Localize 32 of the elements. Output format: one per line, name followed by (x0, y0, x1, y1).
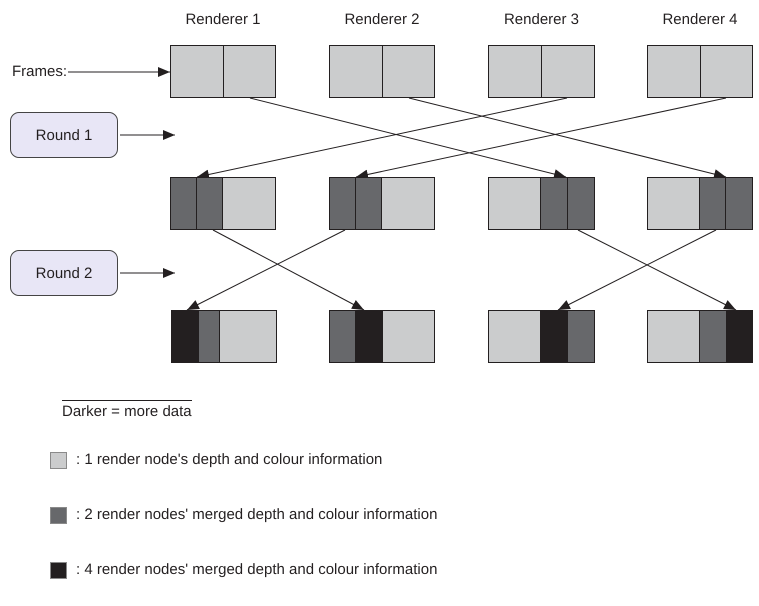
frame-box (647, 310, 753, 363)
frame-box (647, 45, 753, 98)
column-heading: Renderer 4 (661, 11, 739, 29)
arrow (212, 230, 364, 310)
frame-box (170, 177, 276, 230)
column-heading: Renderer 2 (343, 11, 421, 29)
arrow (120, 268, 176, 278)
row-label: Frames: (12, 63, 68, 81)
arrow (186, 230, 346, 310)
legend-text: : 1 render node's depth and colour information (76, 451, 382, 469)
arrow (558, 230, 716, 310)
legend-text: : 4 render nodes' merged depth and colour information (76, 561, 438, 579)
round-box: Round 1 (10, 112, 118, 158)
frame-box (329, 45, 435, 98)
legend-text: : 2 render nodes' merged depth and colour information (76, 506, 438, 524)
arrow (578, 230, 736, 310)
frame-box (171, 310, 277, 363)
column-heading: Renderer 1 (184, 11, 262, 29)
frame-box (647, 177, 753, 230)
frame-box (329, 310, 435, 363)
arrow (120, 130, 176, 140)
frame-box (488, 45, 595, 98)
arrow (68, 67, 170, 77)
frame-box (488, 177, 595, 230)
arrow (196, 98, 568, 180)
round-box: Round 2 (10, 250, 118, 296)
frame-box (329, 177, 435, 230)
arrow (250, 98, 566, 179)
column-heading: Renderer 3 (502, 11, 580, 29)
legend-title: Darker = more data (62, 400, 192, 421)
frame-box (170, 45, 276, 98)
frame-box (488, 310, 595, 363)
